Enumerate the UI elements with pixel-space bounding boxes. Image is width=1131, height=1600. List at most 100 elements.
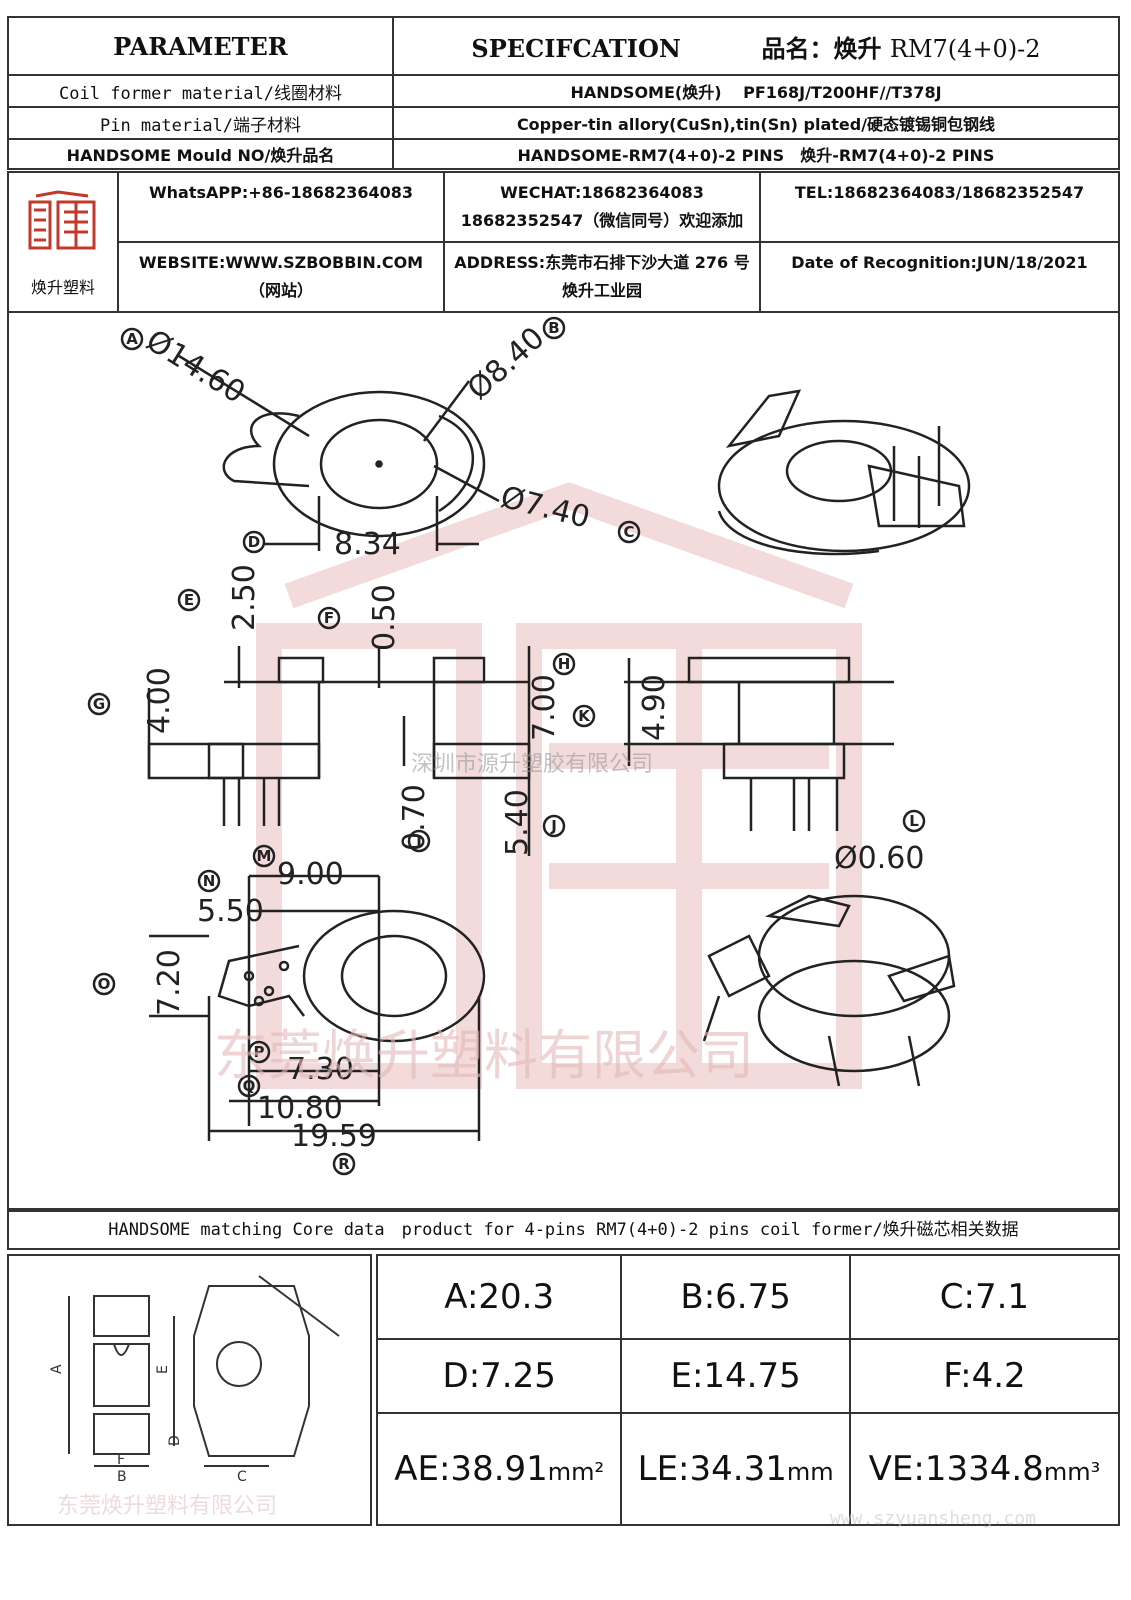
core-ae-value: AE:38.91 (394, 1449, 548, 1489)
label-K-icon: K (572, 704, 596, 728)
telephone: TEL:18682364083/18682352547 (759, 171, 1120, 243)
core-c: C:7.1 (848, 1254, 1121, 1340)
core-b: B:6.75 (620, 1254, 851, 1340)
core-f: F:4.2 (848, 1338, 1121, 1414)
label-R-icon: R (332, 1152, 356, 1176)
dim-G: 4.00 (142, 667, 177, 734)
site-watermark: www.szyuansheng.com (830, 1508, 1036, 1529)
core-drawing-panel: A E D B F C 东莞焕升塑料有限公司 (7, 1254, 372, 1526)
label-Q-icon: Q (237, 1074, 261, 1098)
svg-text:C: C (623, 523, 634, 541)
website: WEBSITE:WWW.SZBOBBIN.COM（网站） (117, 241, 445, 313)
svg-text:J: J (550, 817, 557, 835)
svg-text:K: K (578, 707, 591, 725)
label-G-icon: G (87, 692, 111, 716)
svg-text:A: A (126, 330, 138, 348)
whatsapp: WhatsAPP:+86-18682364083 (117, 171, 445, 243)
svg-text:R: R (338, 1155, 350, 1173)
svg-text:B: B (117, 1469, 127, 1485)
core-le-value: LE:34.31 (637, 1449, 787, 1489)
dim-J: 5.40 (500, 789, 535, 856)
label-B-icon: B (542, 316, 566, 340)
svg-text:C: C (237, 1469, 247, 1485)
label-L-icon: L (902, 809, 926, 833)
dim-B: Ø8.40 (461, 320, 552, 407)
address: ADDRESS:东莞市石排下沙大道 276 号焕升工业园 (443, 241, 761, 313)
isometric-view-bottom-diagram (702, 894, 956, 1087)
label-H-icon: H (552, 652, 576, 676)
label-E-icon: E (177, 588, 201, 612)
end-view-diagram (624, 656, 894, 831)
label-C-icon: C (617, 520, 641, 544)
dim-H: 7.00 (527, 674, 562, 741)
mould-no-label: HANDSOME Mould NO/焕升品名 (7, 138, 394, 170)
svg-text:O: O (98, 975, 111, 993)
core-le-unit: mm (786, 1458, 834, 1486)
dim-M: 9.00 (277, 857, 344, 892)
label-M-icon: M (252, 844, 276, 868)
watermark-shenzhen: 深圳市源升塑胶有限公司 (411, 752, 654, 777)
label-A-icon: A (120, 327, 144, 351)
svg-text:L: L (909, 812, 919, 830)
product-name-brand: 焕升 (833, 33, 882, 63)
dim-Q: 10.80 (257, 1091, 343, 1126)
parameter-heading: PARAMETER (7, 16, 394, 76)
specification-heading: SPECIFCATION 品名：焕升 RM7(4+0)-2 (392, 16, 1120, 76)
core-e: E:14.75 (620, 1338, 851, 1414)
core-ve-value: VE:1334.8 (868, 1449, 1044, 1489)
dim-R: 19.59 (291, 1119, 377, 1154)
label-F-icon: F (317, 606, 341, 630)
svg-text:E: E (155, 1365, 171, 1374)
product-name-model: RM7(4+0)-2 (889, 34, 1041, 63)
label-P-icon: P (247, 1040, 271, 1064)
svg-text:G: G (93, 695, 105, 713)
company-logo-cell: 焕升塑料 (7, 171, 119, 313)
core-d: D:7.25 (375, 1338, 623, 1414)
core-ae-unit: mm² (547, 1458, 605, 1486)
dim-F: 0.50 (367, 584, 402, 651)
spec-header-table: PARAMETER SPECIFCATION 品名：焕升 RM7(4+0)-2 … (7, 16, 1120, 170)
svg-text:M: M (257, 847, 272, 865)
dim-L: Ø0.60 (834, 841, 924, 876)
svg-text:D: D (167, 1435, 183, 1446)
company-logo-text: 焕升塑料 (30, 277, 95, 297)
product-name-label: 品名： (761, 33, 834, 63)
wechat: WECHAT:18682364083 18682352547（微信同号）欢迎添加 (443, 171, 761, 243)
svg-text:F: F (117, 1452, 125, 1468)
svg-text:D: D (248, 533, 260, 551)
technical-drawing-panel: Ø14.60 Ø8.40 Ø7.40 8.34 2.50 0.50 4.00 7… (7, 296, 1120, 1210)
dim-E: 2.50 (227, 564, 262, 631)
dim-N: 5.50 (197, 894, 264, 929)
core-a: A:20.3 (375, 1254, 623, 1340)
coil-material-label: Coil former material/线圈材料 (7, 74, 394, 108)
svg-text:P: P (254, 1043, 265, 1061)
label-I-icon: I (407, 829, 431, 853)
core-data-table: A:20.3 B:6.75 C:7.1 D:7.25 E:14.75 F:4.2… (375, 1254, 1121, 1526)
specification-label: SPECIFCATION (471, 33, 681, 63)
coil-material-value: HANDSOME(焕升) PF168J/T200HF//T378J (392, 74, 1120, 108)
svg-text:I: I (416, 832, 422, 850)
svg-text:N: N (203, 872, 216, 890)
core-ve-unit: mm³ (1043, 1458, 1101, 1486)
dim-K: 4.90 (637, 674, 672, 741)
company-contact-table: 焕升塑料 WhatsAPP:+86-18682364083 WECHAT:186… (7, 171, 1120, 313)
label-J-icon: J (542, 814, 566, 838)
dim-O: 7.20 (152, 949, 187, 1016)
dim-P: 7.30 (287, 1052, 354, 1087)
company-logo-icon (28, 189, 96, 249)
dim-I: 0.70 (397, 784, 432, 851)
svg-text:Q: Q (243, 1077, 256, 1095)
svg-text:A: A (49, 1364, 65, 1374)
top-view-diagram (178, 354, 500, 551)
core-le: LE:34.31mm (620, 1412, 851, 1526)
svg-text:F: F (324, 609, 334, 627)
core-drawing: A E D B F C (49, 1275, 340, 1485)
pin-material-value: Copper-tin allory(CuSn),tin(Sn) plated/硬… (392, 106, 1120, 140)
mould-no-value: HANDSOME-RM7(4+0)-2 PINS 焕升-RM7(4+0)-2 P… (392, 138, 1120, 170)
core-ae: AE:38.91mm² (375, 1412, 623, 1526)
pin-material-label: Pin material/端子材料 (7, 106, 394, 140)
bottom-view-diagram (149, 874, 486, 1141)
dim-A: Ø14.60 (140, 323, 251, 411)
side-view-diagram (147, 646, 531, 856)
